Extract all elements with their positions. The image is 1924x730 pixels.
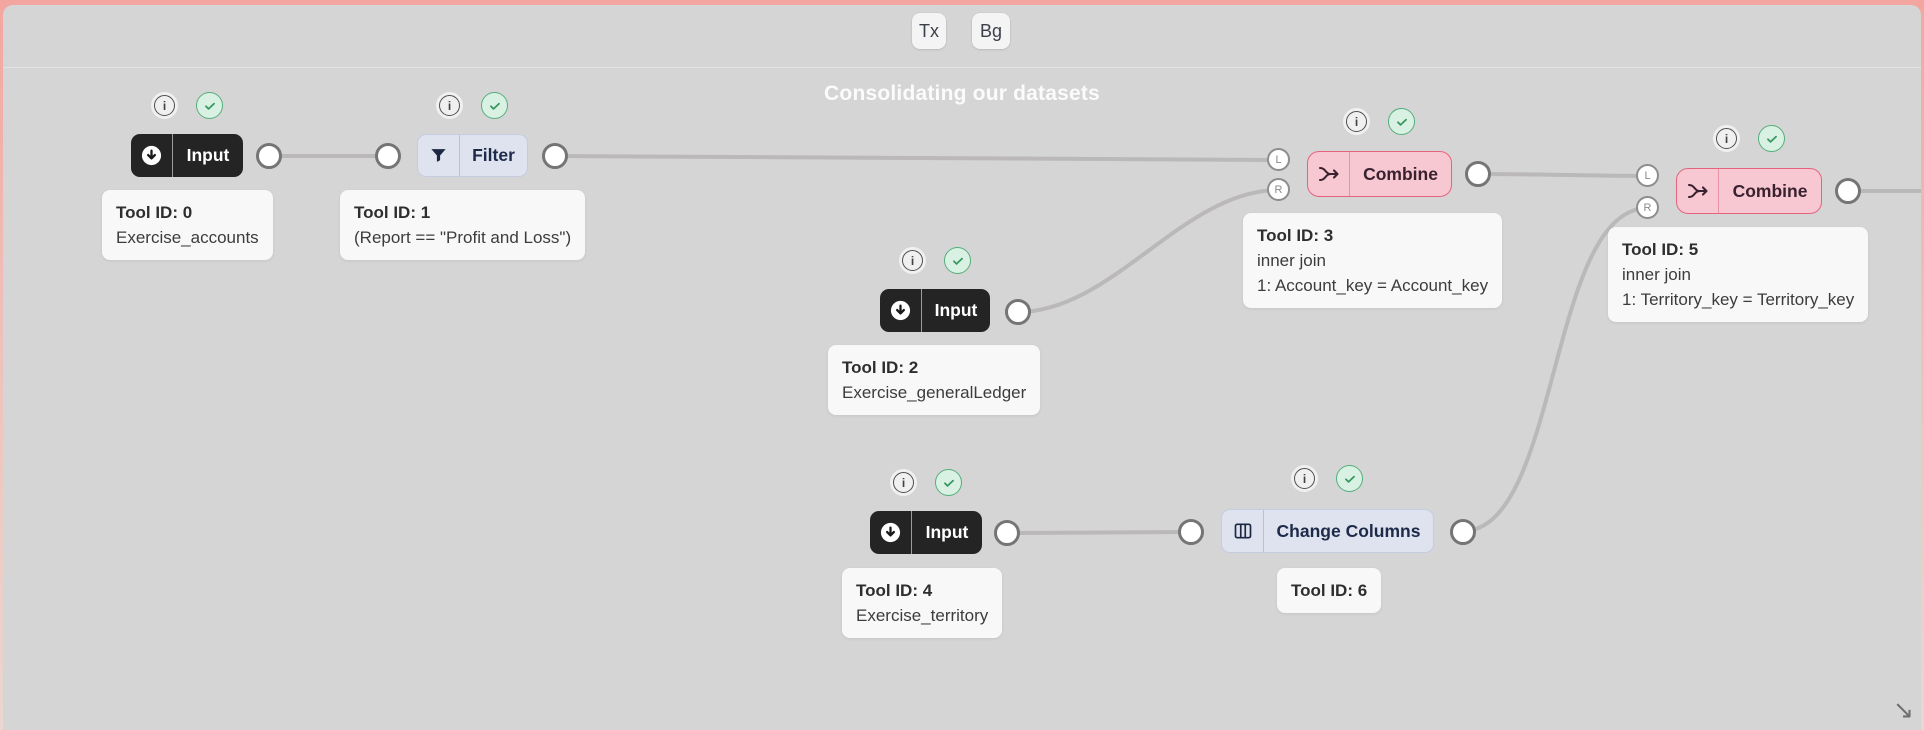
tool-card-title: Tool ID: 4 <box>856 581 933 600</box>
output-port-4[interactable] <box>994 520 1020 546</box>
edge-columns6-combine5R <box>1461 206 1650 533</box>
info-icon[interactable]: i <box>890 469 917 496</box>
checkmark-glyph <box>952 257 963 265</box>
info-icon[interactable]: i <box>1343 108 1370 135</box>
node-filter-1[interactable]: Filter <box>417 134 528 177</box>
node-input-2[interactable]: Input <box>880 289 990 332</box>
success-check-icon[interactable] <box>944 247 971 274</box>
merge-join-icon <box>1677 169 1719 213</box>
output-port-0[interactable] <box>256 143 282 169</box>
checkmark-glyph <box>1396 118 1407 126</box>
node-label: Input <box>934 300 978 320</box>
node-label: Input <box>186 145 230 165</box>
tool-card-title: Tool ID: 1 <box>354 203 431 222</box>
info-i-glyph: i <box>1294 468 1315 489</box>
info-icon[interactable]: i <box>436 92 463 119</box>
toolbar: Tx Bg <box>3 5 1921 68</box>
edges-layer <box>267 154 1921 535</box>
success-check-icon[interactable] <box>196 92 223 119</box>
tool-card-1: Tool ID: 1 (Report == "Profit and Loss") <box>340 190 586 260</box>
output-port-1[interactable] <box>542 143 568 169</box>
output-port-3[interactable] <box>1465 161 1491 187</box>
edge-filter1-combine3L <box>553 154 1281 162</box>
edge-combine3-combine5L <box>1476 172 1650 178</box>
output-port-6[interactable] <box>1450 519 1476 545</box>
info-i-glyph: i <box>1346 111 1367 132</box>
success-check-icon[interactable] <box>481 92 508 119</box>
checkmark-glyph <box>1344 475 1355 483</box>
tool-card-0: Tool ID: 0 Exercise_accounts <box>102 190 273 260</box>
workflow-window: Tx Bg Consolidating our datasets i Input… <box>3 5 1921 730</box>
checkmark-glyph <box>943 479 954 487</box>
node-input-4[interactable]: Input <box>870 511 982 554</box>
output-port-2[interactable] <box>1005 299 1031 325</box>
success-check-icon[interactable] <box>1388 108 1415 135</box>
right-port-5[interactable]: R <box>1636 196 1659 219</box>
node-label: Change Columns <box>1276 520 1421 541</box>
info-i-glyph: i <box>439 95 460 116</box>
resize-handle-arrow-icon[interactable]: ↘ <box>1893 696 1914 724</box>
info-i-glyph: i <box>902 250 923 271</box>
info-i-glyph: i <box>893 472 914 493</box>
edge-input2-combine3R <box>1016 188 1281 314</box>
tool-card-line: inner join <box>1622 265 1691 284</box>
success-check-icon[interactable] <box>1336 465 1363 492</box>
info-icon[interactable]: i <box>151 92 178 119</box>
checkmark-glyph <box>204 102 215 110</box>
left-port-5[interactable]: L <box>1636 164 1659 187</box>
input-port-6[interactable] <box>1178 519 1204 545</box>
success-check-icon[interactable] <box>1758 125 1785 152</box>
tool-card-4: Tool ID: 4 Exercise_territory <box>842 568 1003 638</box>
tool-card-line: inner join <box>1257 251 1326 270</box>
tool-card-title: Tool ID: 3 <box>1257 226 1334 245</box>
info-i-glyph: i <box>1716 128 1737 149</box>
tool-card-title: Tool ID: 6 <box>1291 581 1368 600</box>
tool-card-2: Tool ID: 2 Exercise_generalLedger <box>828 345 1041 415</box>
checkmark-glyph <box>489 102 500 110</box>
tool-card-6: Tool ID: 6 <box>1277 568 1382 613</box>
node-label: Combine <box>1732 180 1808 201</box>
input-port-1[interactable] <box>375 143 401 169</box>
tool-card-5: Tool ID: 5 inner join 1: Territory_key =… <box>1608 227 1869 322</box>
arrow-down-circle-icon <box>870 511 912 554</box>
node-combine-3[interactable]: Combine <box>1307 151 1452 197</box>
output-port-5[interactable] <box>1835 178 1861 204</box>
tool-card-title: Tool ID: 5 <box>1622 240 1699 259</box>
tool-card-title: Tool ID: 0 <box>116 203 193 222</box>
arrow-down-circle-icon <box>131 134 173 177</box>
tool-card-line: 1: Account_key = Account_key <box>1257 276 1489 295</box>
node-label: Filter <box>472 145 515 165</box>
tool-card-title: Tool ID: 2 <box>842 358 919 377</box>
node-input-0[interactable]: Input <box>131 134 243 177</box>
node-combine-5[interactable]: Combine <box>1676 168 1822 214</box>
edge-input4-columns6 <box>1005 530 1193 535</box>
arrow-down-circle-icon <box>880 289 922 332</box>
canvas-title: Consolidating our datasets <box>824 82 1100 105</box>
node-change-columns-6[interactable]: Change Columns <box>1221 509 1434 553</box>
tool-card-line: Exercise_accounts <box>116 228 259 247</box>
columns-icon <box>1222 510 1264 552</box>
tool-card-3: Tool ID: 3 inner join 1: Account_key = A… <box>1243 213 1503 308</box>
left-port-3[interactable]: L <box>1267 148 1290 171</box>
tx-button[interactable]: Tx <box>912 13 946 49</box>
tool-card-line: (Report == "Profit and Loss") <box>354 228 572 247</box>
info-icon[interactable]: i <box>899 247 926 274</box>
merge-join-icon <box>1308 152 1350 196</box>
node-label: Combine <box>1363 163 1438 184</box>
info-icon[interactable]: i <box>1713 125 1740 152</box>
funnel-filter-icon <box>418 135 460 176</box>
info-i-glyph: i <box>154 95 175 116</box>
tool-card-line: Exercise_territory <box>856 606 989 625</box>
right-port-3[interactable]: R <box>1267 178 1290 201</box>
node-label: Input <box>925 522 969 542</box>
tool-card-line: Exercise_generalLedger <box>842 383 1027 402</box>
bg-button[interactable]: Bg <box>972 13 1010 49</box>
success-check-icon[interactable] <box>935 469 962 496</box>
tool-card-line: 1: Territory_key = Territory_key <box>1622 290 1855 309</box>
checkmark-glyph <box>1766 135 1777 143</box>
info-icon[interactable]: i <box>1291 465 1318 492</box>
